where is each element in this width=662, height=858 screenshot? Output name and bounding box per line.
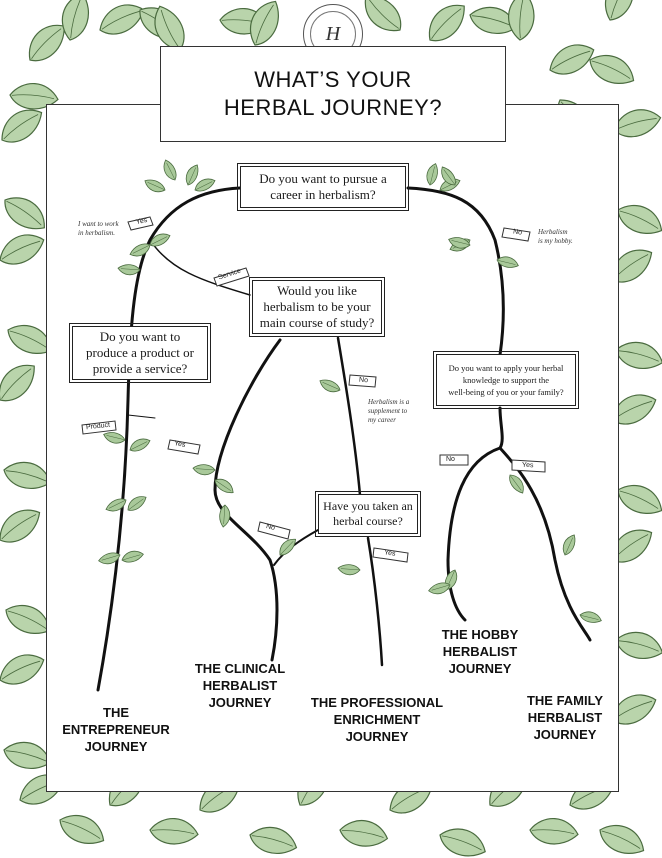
journey-entrepreneur: THE ENTREPRENEUR JOURNEY [62,705,170,754]
question-product: Do you want to produce a product or prov… [69,323,211,383]
question-product-text: Do you want to produce a product or prov… [86,329,194,376]
branch-main-yes [213,338,282,662]
question-career: Do you want to pursue a career in herbal… [237,163,409,211]
tag-apply-yes: Yes [521,461,534,470]
note-supplement: Herbalism is a supplement to my career [368,398,410,424]
journey-family: THE FAMILY HERBALIST JOURNEY [526,693,604,742]
tag-career-no: No [512,228,523,237]
note-hobby: Herbalism is my hobby. [538,228,573,245]
question-career-text: Do you want to pursue a career in herbal… [259,171,387,202]
tag-main-no: No [358,376,369,385]
title-text: WHAT’S YOUR HERBAL JOURNEY? [223,67,443,120]
branch-main-no [336,336,362,497]
question-apply-text: Do you want to apply your herbal knowled… [448,363,564,397]
question-main-study: Would you like herbalism to be your main… [249,277,385,337]
question-course: Have you taken an herbal course? [315,491,421,537]
branch-to-main-study [149,239,251,296]
branch-career-no [406,186,505,357]
journey-hobby: THE HOBBY HERBALIST JOURNEY [441,627,519,676]
journey-professional: THE PROFESSIONAL ENRICHMENT JOURNEY [310,695,444,744]
journey-clinical: THE CLINICAL HERBALIST JOURNEY [194,661,286,710]
question-main-study-text: Would you like herbalism to be your main… [259,283,375,330]
question-apply: Do you want to apply your herbal knowled… [433,351,579,409]
question-course-text: Have you taken an herbal course? [323,499,413,528]
tag-apply-no: No [446,456,455,463]
tag-course-yes: Yes [383,549,396,558]
page-title: WHAT’S YOUR HERBAL JOURNEY? [160,46,506,142]
tag-shapes [81,216,546,563]
branch-apply-no [446,446,502,622]
branch-apply-stem [498,406,504,450]
branch-course-yes [366,536,384,667]
note-want-work: I want to work in herbalism. [78,220,119,237]
